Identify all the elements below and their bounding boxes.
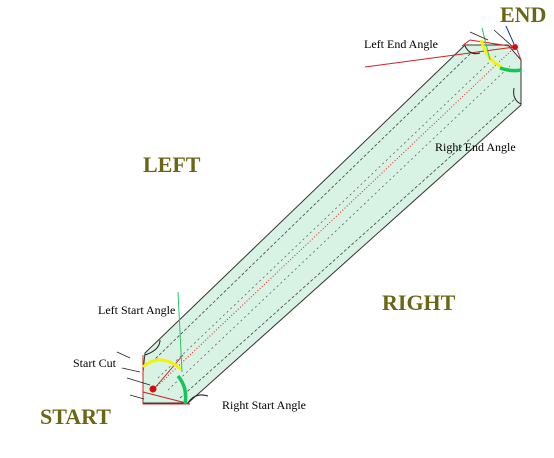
right-start-angle-label: Right Start Angle [222, 398, 306, 412]
left-start-angle-label: Left Start Angle [98, 303, 175, 317]
start-cut-tick-3 [126, 377, 151, 386]
start-right-notch [187, 394, 209, 404]
end-arrow-b [493, 29, 513, 47]
start-left-notch [144, 339, 161, 356]
start-point-dot [149, 385, 157, 393]
start-cut-tick-2 [121, 367, 141, 373]
right-end-angle-label: Right End Angle [435, 140, 516, 154]
start-frame-diag [142, 391, 191, 405]
left-offset-line [151, 51, 473, 363]
right-offset-line [179, 97, 517, 399]
left-end-angle-label: Left End Angle [364, 37, 438, 51]
end-arrow-c [469, 31, 489, 41]
end-arrow-a [505, 25, 515, 45]
left-label: LEFT [143, 152, 201, 177]
right-label: RIGHT [382, 290, 456, 315]
left-end-ray [364, 46, 516, 68]
inner-left-guide [157, 53, 499, 379]
left-start-angle-arc [142, 358, 182, 371]
inner-right-guide [167, 65, 511, 391]
right-end-angle-leader [481, 27, 491, 61]
start-cut-label: Start Cut [73, 356, 117, 370]
right-end-angle-arc [499, 66, 522, 73]
end-frame [461, 39, 522, 61]
start-red-ray [152, 354, 184, 391]
end-label: END [500, 2, 546, 27]
left-start-angle-leader [177, 291, 183, 373]
start-cut-tick-4 [129, 394, 145, 400]
start-label: START [40, 404, 111, 429]
start-cut-tick-1 [116, 351, 131, 359]
end-left-notch [464, 45, 481, 55]
start-frame [142, 355, 190, 405]
end-right-notch [513, 87, 522, 105]
beam-body [142, 44, 522, 404]
centerline [152, 46, 516, 391]
right-start-angle-arc [176, 374, 188, 405]
end-point-dot [512, 44, 518, 50]
